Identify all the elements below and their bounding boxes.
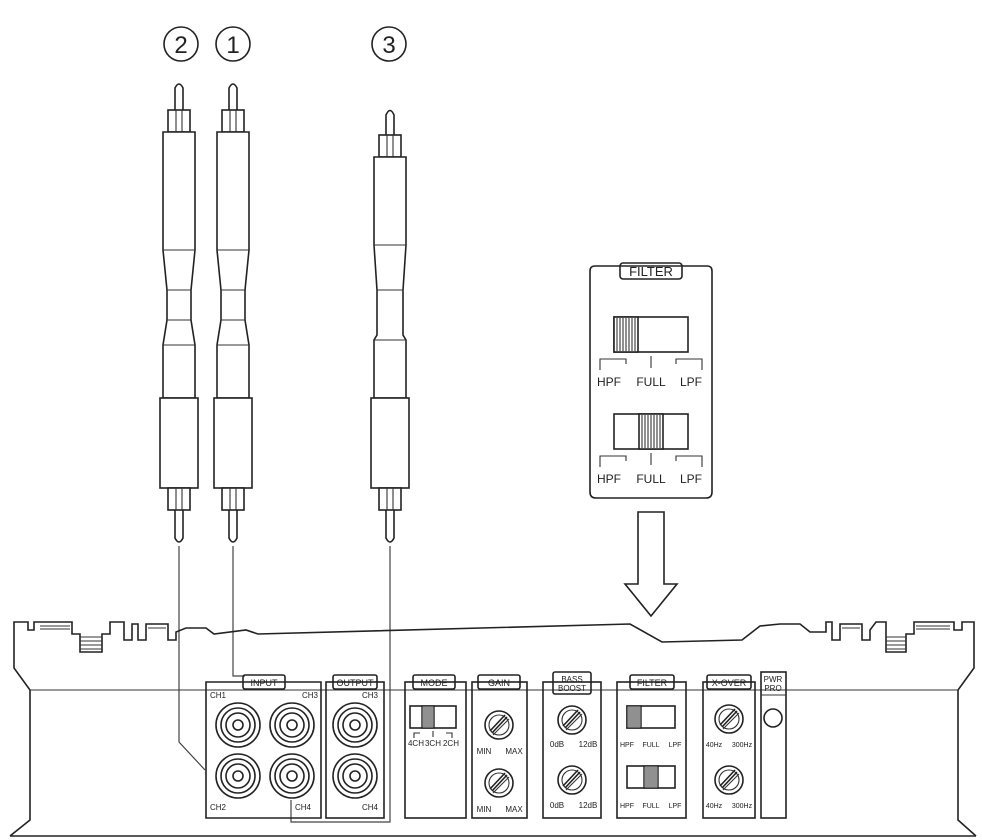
- filter-section: FILTER HPF FULL LPF HPF FULL LPF: [616, 674, 687, 819]
- svg-text:CH3: CH3: [302, 691, 319, 700]
- input-section: INPUT CH1 CH3 CH2 CH4: [205, 674, 322, 819]
- bass-boost-knob-1[interactable]: [557, 705, 587, 735]
- bass-boost-section: BASS BOOST 0dB 12dB 0dB 12dB: [542, 671, 602, 819]
- svg-text:CH3: CH3: [362, 691, 379, 700]
- rca-cable-3: [370, 109, 410, 543]
- filter-switch-1[interactable]: [626, 705, 676, 729]
- amplifier-body: [9, 621, 977, 837]
- svg-text:BASS: BASS: [561, 675, 582, 684]
- svg-text:MAX: MAX: [505, 805, 523, 814]
- svg-text:HPF: HPF: [620, 742, 634, 749]
- svg-text:2: 2: [174, 32, 187, 59]
- svg-text:40Hz: 40Hz: [706, 803, 723, 810]
- rca-cable-1: [213, 83, 253, 543]
- gain-knob-2[interactable]: [484, 768, 514, 798]
- svg-text:CH1: CH1: [210, 691, 227, 700]
- svg-text:PWR: PWR: [764, 675, 783, 684]
- callout-1: 1: [215, 26, 251, 62]
- x-over-knob-2[interactable]: [714, 765, 744, 795]
- svg-text:LPF: LPF: [669, 803, 682, 810]
- svg-text:OUTPUT: OUTPUT: [337, 678, 375, 688]
- input-jack-ch4[interactable]: [269, 753, 315, 799]
- callout-3: 3: [371, 26, 407, 62]
- svg-text:0dB: 0dB: [550, 801, 564, 810]
- svg-text:12dB: 12dB: [579, 740, 598, 749]
- svg-text:LPF: LPF: [669, 742, 682, 749]
- svg-text:PRO: PRO: [764, 684, 781, 693]
- svg-text:HPF: HPF: [597, 472, 621, 486]
- svg-text:X-OVER: X-OVER: [712, 678, 747, 688]
- mode-label-2ch: 2CH: [443, 739, 459, 748]
- svg-text:BOOST: BOOST: [558, 684, 586, 693]
- svg-text:300Hz: 300Hz: [732, 803, 753, 810]
- wire-cable-2: [178, 546, 206, 771]
- wire-cable-1: [232, 546, 245, 677]
- svg-text:FULL: FULL: [642, 803, 659, 810]
- svg-text:MIN: MIN: [477, 805, 492, 814]
- x-over-knob-1[interactable]: [714, 704, 744, 734]
- svg-text:1: 1: [226, 32, 239, 59]
- svg-text:FULL: FULL: [642, 742, 659, 749]
- filter-switch-2[interactable]: [626, 765, 676, 789]
- svg-text:CH4: CH4: [362, 803, 379, 812]
- svg-text:MAX: MAX: [505, 747, 523, 756]
- svg-text:LPF: LPF: [680, 375, 702, 389]
- input-jack-ch1[interactable]: [215, 702, 261, 748]
- callout-2: 2: [163, 26, 199, 62]
- down-arrow-icon: [623, 511, 679, 618]
- svg-text:LPF: LPF: [680, 472, 702, 486]
- svg-text:3: 3: [382, 32, 395, 59]
- svg-text:0dB: 0dB: [550, 740, 564, 749]
- input-jack-ch2[interactable]: [215, 753, 261, 799]
- svg-text:12dB: 12dB: [579, 801, 598, 810]
- svg-text:CH4: CH4: [295, 803, 312, 812]
- mode-label-4ch: 4CH: [408, 739, 424, 748]
- output-jack-ch4[interactable]: [332, 753, 378, 799]
- svg-text:FULL: FULL: [636, 375, 666, 389]
- svg-text:CH2: CH2: [210, 803, 227, 812]
- output-section: OUTPUT CH3 CH4: [325, 674, 385, 819]
- svg-text:HPF: HPF: [620, 803, 634, 810]
- svg-text:FILTER: FILTER: [637, 678, 668, 688]
- svg-text:INPUT: INPUT: [251, 678, 279, 688]
- svg-text:MODE: MODE: [421, 678, 448, 688]
- mode-section: MODE: [404, 674, 467, 819]
- svg-text:MIN: MIN: [477, 747, 492, 756]
- svg-text:FILTER: FILTER: [629, 264, 673, 279]
- rca-cable-2: [159, 83, 199, 543]
- svg-text:HPF: HPF: [597, 375, 621, 389]
- svg-text:FULL: FULL: [636, 472, 666, 486]
- svg-text:GAIN: GAIN: [488, 678, 510, 688]
- filter-detail: FILTER HPF FULL LPF HPF FULL LPF: [589, 262, 713, 499]
- wire-cable-3: [290, 546, 391, 823]
- bass-boost-knob-2[interactable]: [557, 765, 587, 795]
- mode-switch[interactable]: [409, 705, 457, 738]
- mode-label-3ch: 3CH: [425, 739, 441, 748]
- gain-knob-1[interactable]: [484, 710, 514, 740]
- power-protect-led: [763, 708, 783, 728]
- svg-text:300Hz: 300Hz: [732, 742, 753, 749]
- svg-text:40Hz: 40Hz: [706, 742, 723, 749]
- input-jack-ch3[interactable]: [269, 702, 315, 748]
- pwr-pro-section: PWR PRO: [760, 671, 787, 819]
- x-over-section: X-OVER 40Hz 300Hz 40Hz 300Hz: [702, 674, 756, 819]
- gain-section: GAIN MIN MAX MIN MAX: [471, 674, 528, 819]
- output-jack-ch3[interactable]: [332, 702, 378, 748]
